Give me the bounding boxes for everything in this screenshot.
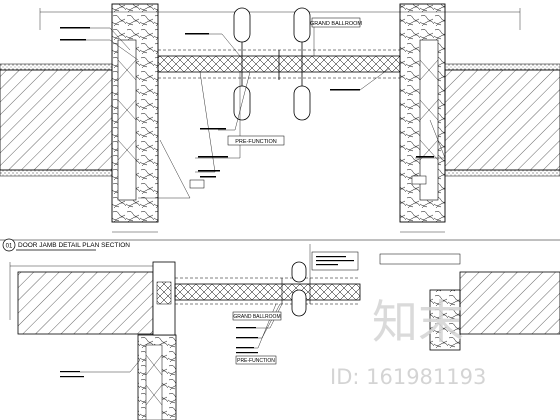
lower-right-wall (459, 271, 560, 335)
watermark-logo: 知末 (372, 295, 464, 349)
right-concrete-wall (444, 69, 560, 171)
lower-door-band (174, 283, 361, 301)
left-concrete-wall (0, 69, 113, 171)
lower-left-wall (17, 271, 154, 335)
section-title: DOOR JAMB DETAIL PLAN SECTION (18, 242, 130, 249)
lower-grand-ballroom-tag: GRAND BALLROOM (233, 314, 280, 320)
section-number: 01 (6, 244, 13, 250)
upper-pre-function-tag: PRE-FUNCTION (235, 139, 277, 145)
upper-grand-ballroom-tag: GRAND BALLROOM (310, 21, 362, 27)
door-pull-handles (233, 7, 311, 121)
section-title-block: 01 DOOR JAMB DETAIL PLAN SECTION (2, 238, 130, 252)
lower-pre-function-tag: PRE-FUNCTION (237, 358, 275, 364)
lower-plan-detail: GRAND BALLROOM PRE-FUNCTION (9, 244, 560, 420)
watermark-id: ID: 161981193 (330, 365, 486, 389)
upper-plan-detail: PRE-FUNCTION GRAND BALLROOM (0, 3, 560, 241)
watermark: 知末 ID: 161981193 (330, 295, 486, 389)
